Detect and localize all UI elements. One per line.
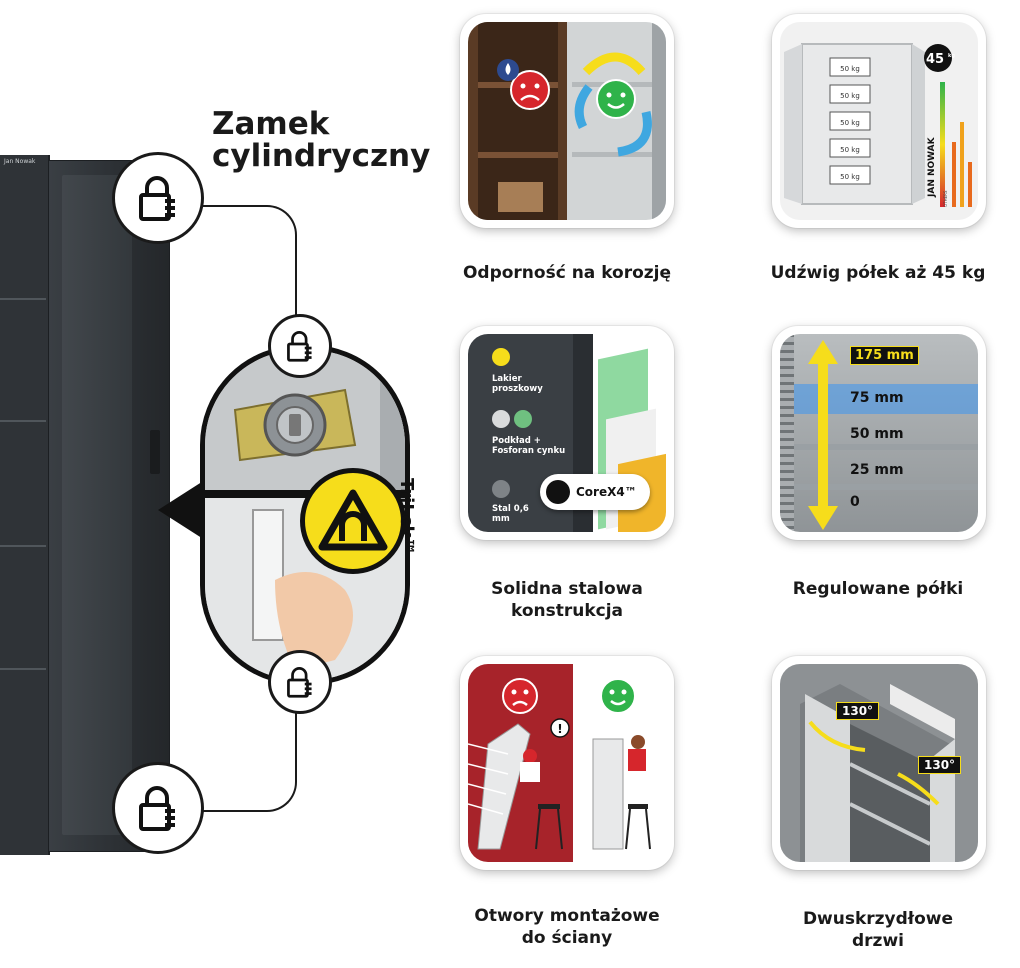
load-bar-jan-nowak — [940, 82, 945, 207]
tile-steel-image: Lakier proszkowy Podkład + Fosforan cynk… — [468, 334, 666, 532]
shelf-rail — [780, 334, 794, 532]
caption-holes: Otwory montażowe do ściany — [437, 905, 697, 949]
weight-label: 50 kg — [840, 119, 860, 127]
padlock-circle-small-top — [268, 314, 332, 378]
spray-icon — [492, 348, 510, 366]
cabinet-door-panel — [62, 175, 132, 835]
trilck-logo-icon — [318, 489, 388, 551]
layer2-label: Podkład + Fosforan cynku — [492, 436, 566, 456]
tile-corrosion-image — [468, 22, 666, 220]
shelf-mark-50: 50 mm — [850, 426, 904, 442]
cabinet-shelf — [0, 420, 46, 422]
primer-icon — [492, 410, 510, 428]
corex4-label: CoreX4™ — [576, 485, 637, 499]
detail-pointer — [158, 478, 208, 542]
cabinet-shelf — [0, 545, 46, 547]
cabinet-shelf — [0, 668, 46, 670]
caption-doors-line1: Dwuskrzydłowe — [802, 909, 954, 929]
tile-doors-image: 130° 130° — [780, 664, 978, 862]
padlock-icon — [287, 331, 312, 362]
cabinet-shelf — [0, 298, 46, 300]
padlock-circle-small-bottom — [268, 650, 332, 714]
padlock-circle-bottom — [112, 762, 204, 854]
cabinet-door-hinge — [150, 430, 160, 474]
caption-holes-line2: do ściany — [521, 928, 613, 948]
caption-steel-line2: konstrukcja — [510, 601, 624, 621]
load-illustration: 50 kg 50 kg 50 kg 50 kg 50 kg 45 kg JAN … — [784, 43, 972, 207]
caption-load: Udźwig półek aż 45 kg — [770, 263, 986, 283]
caption-doors: Dwuskrzydłowe drzwi — [748, 908, 1008, 952]
caption-corrosion: Odporność na korozję — [462, 263, 672, 283]
caption-shelves: Regulowane półki — [792, 579, 964, 599]
load-badge-value: 45 — [926, 52, 944, 67]
connector-wire — [200, 700, 297, 812]
tile-shelves-image: 175 mm 75 mm 50 mm 25 mm 0 — [780, 334, 978, 532]
tile-steel: Lakier proszkowy Podkład + Fosforan cynk… — [460, 326, 674, 540]
trilck-badge — [300, 468, 406, 574]
weight-label: 50 kg — [840, 146, 860, 154]
steel-icon — [492, 480, 510, 498]
zinc-icon — [514, 410, 532, 428]
weight-label: 50 kg — [840, 92, 860, 100]
caption-holes-line1: Otwory montażowe — [474, 906, 660, 926]
shelf-mark-0: 0 — [850, 494, 860, 510]
tile-shelves: 175 mm 75 mm 50 mm 25 mm 0 — [772, 326, 986, 540]
recycle-arrows — [574, 52, 652, 157]
tile-holes: ! — [460, 656, 674, 870]
shelf-mark-25: 25 mm — [850, 462, 904, 478]
trilck-label: TriLck™ — [396, 478, 417, 556]
load-brand-vertical: JAN NOWAK — [927, 136, 937, 198]
door-angle-right: 130° — [918, 756, 962, 774]
adjust-arrow-icon — [808, 340, 838, 530]
mounting-holes-illustration: ! — [468, 664, 651, 862]
padlock-icon — [139, 786, 175, 831]
tile-holes-image: ! — [468, 664, 666, 862]
layer3-label: Stal 0,6 mm — [492, 504, 529, 524]
padlock-circle-top — [112, 152, 204, 244]
padlock-icon — [287, 667, 312, 698]
connector-wire — [200, 205, 297, 317]
caption-steel: Solidna stalowa konstrukcja — [437, 578, 697, 622]
load-badge-unit: kg — [948, 53, 955, 59]
tile-corrosion — [460, 14, 674, 228]
cabinet-brand-label: Jan Nowak — [4, 158, 36, 165]
caption-doors-line2: drzwi — [852, 931, 904, 951]
weight-label: 50 kg — [840, 173, 860, 181]
warning-exclaim: ! — [557, 722, 562, 736]
padlock-icon — [139, 176, 175, 221]
tile-doors: 130° 130° — [772, 656, 986, 870]
layer1-label: Lakier proszkowy — [492, 374, 543, 394]
corrosion-illustration — [468, 22, 666, 220]
cabinet-body — [0, 155, 50, 855]
door-angle-left: 130° — [836, 702, 880, 720]
caption-steel-line1: Solidna stalowa — [491, 579, 643, 599]
corex4-icon — [546, 480, 570, 504]
shelf-weights: 50 kg 50 kg 50 kg 50 kg 50 kg — [829, 57, 871, 185]
shelf-mark-75: 75 mm — [850, 390, 904, 406]
shelf-top-label: 175 mm — [850, 346, 919, 365]
weight-label: 50 kg — [840, 65, 860, 73]
corex4-pill: CoreX4™ — [540, 474, 650, 510]
lock-title-line1: Zamek — [212, 106, 330, 142]
double-door-illustration — [800, 684, 955, 862]
load-others-label: OTHERS — [943, 190, 948, 207]
tile-load-image: 50 kg 50 kg 50 kg 50 kg 50 kg 45 kg JAN … — [780, 22, 978, 220]
lock-title: Zamek cylindryczny — [212, 108, 430, 172]
tile-load: 50 kg 50 kg 50 kg 50 kg 50 kg 45 kg JAN … — [772, 14, 986, 228]
lock-title-line2: cylindryczny — [212, 138, 431, 174]
